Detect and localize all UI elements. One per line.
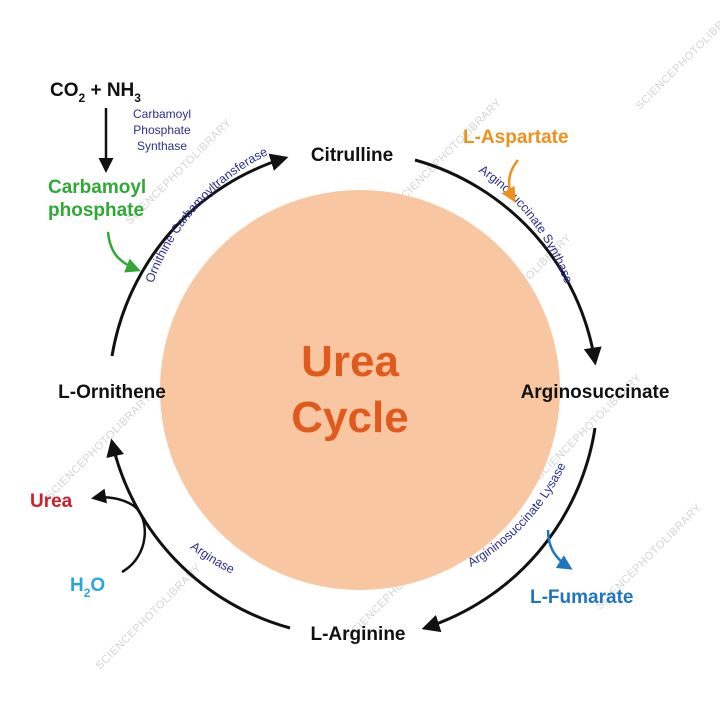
cycle-title-line1: Urea <box>301 337 399 386</box>
arrow-l-fumarate-out <box>546 529 573 570</box>
urea-label: Urea <box>30 491 73 512</box>
arrow-ornithine-to-citrulline <box>110 153 289 357</box>
l-fumarate-label: L-Fumarate <box>530 587 633 608</box>
arrow-carbamoyl-phosphate-in <box>106 231 141 273</box>
watermark-text: SCIENCEPHOTOLIBRARY <box>394 97 505 208</box>
water-label: H2O <box>70 575 105 600</box>
carbamoyl-phosphate-line2: phosphate <box>48 200 144 221</box>
enzyme-carbamoyl-phosphate-synthase-line2: Phosphate <box>133 123 191 137</box>
enzyme-carbamoyl-phosphate-synthase-line1: Carbamoyl <box>133 107 191 121</box>
l-aspartate-label: L-Aspartate <box>463 127 569 148</box>
carbamoyl-phosphate-line1: Carbamoyl <box>48 177 146 198</box>
enzyme-carbamoyl-phosphate-synthase-line3: Synthase <box>137 139 187 153</box>
watermark-text: SCIENCEPHOTOLIBRARY <box>44 392 155 503</box>
arrow-water-urea-branch <box>91 488 147 574</box>
node-argininosuccinate: Arginosuccinate <box>521 382 670 403</box>
reactants-co2-nh3: CO2 + NH3 <box>50 80 141 105</box>
watermark-text: SCIENCEPHOTOLIBRARY <box>94 562 205 673</box>
node-l-ornithine: L-Ornithene <box>58 382 166 403</box>
arrow-arginine-to-ornithine <box>106 438 291 630</box>
node-l-arginine: L-Arginine <box>311 624 406 645</box>
node-citrulline: Citrulline <box>311 145 393 166</box>
cycle-title-line2: Cycle <box>291 393 408 442</box>
arrow-citrulline-to-argininosuccinate <box>414 158 602 366</box>
arrow-argininosuccinate-to-arginine <box>421 427 597 633</box>
arrow-l-aspartate-in <box>501 159 519 203</box>
center-circle <box>160 190 560 590</box>
watermark-text: SCIENCEPHOTOLIBRARY <box>634 2 720 113</box>
